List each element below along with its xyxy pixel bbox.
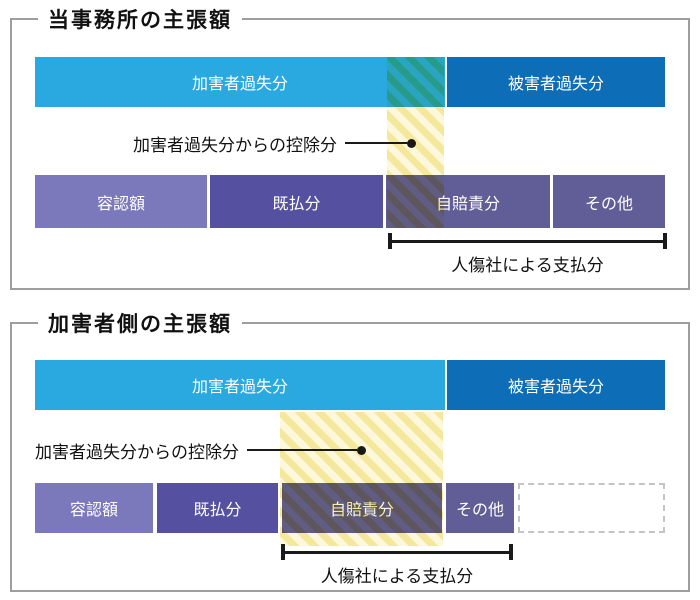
deduction-hatch-area — [387, 57, 444, 228]
perpetrator-fault-segment: 加害者過失分 — [35, 57, 445, 107]
already-paid-segment: 既払分 — [157, 483, 278, 533]
insurer-payment-bracket — [281, 544, 513, 560]
victim-fault-label: 被害者過失分 — [507, 379, 604, 396]
accepted-amount-segment: 容認額 — [35, 483, 153, 533]
payment-breakdown-bar: 容認額 既払分 自賠責分 その他 — [35, 175, 665, 228]
panel-perpetrator-claim: 加害者側の主張額 加害者過失分 被害者過失分 加害者過失分からの控除分 容認額 … — [10, 308, 690, 592]
perpetrator-fault-label: 加害者過失分 — [191, 379, 288, 396]
panel-title: 加害者側の主張額 — [38, 308, 242, 338]
accepted-amount-segment: 容認額 — [35, 175, 207, 228]
fault-ratio-bar: 加害者過失分 被害者過失分 — [35, 360, 665, 410]
bracket-line — [285, 550, 509, 554]
unclaimed-empty-segment — [518, 483, 665, 533]
fault-ratio-bar: 加害者過失分 被害者過失分 — [35, 57, 665, 107]
already-paid-label: 既払分 — [193, 502, 242, 519]
deduction-label: 加害者過失分からの控除分 — [133, 135, 337, 155]
other-segment: その他 — [446, 483, 514, 533]
already-paid-segment: 既払分 — [210, 175, 383, 228]
jibaiseki-label: 自賠責分 — [435, 195, 500, 213]
insurer-payment-bracket — [388, 233, 667, 249]
panel-office-claim: 当事務所の主張額 加害者過失分 被害者過失分 加害者過失分からの控除分 容認額 … — [10, 4, 690, 290]
victim-fault-segment: 被害者過失分 — [447, 57, 665, 107]
victim-fault-label: 被害者過失分 — [507, 76, 604, 93]
accepted-amount-label: 容認額 — [96, 195, 145, 213]
victim-fault-segment: 被害者過失分 — [447, 360, 665, 410]
perpetrator-fault-label: 加害者過失分 — [191, 76, 288, 93]
other-segment: その他 — [553, 175, 665, 228]
deduction-pointer: 加害者過失分からの控除分 — [133, 132, 416, 155]
panel-title: 当事務所の主張額 — [38, 4, 242, 34]
other-label: その他 — [455, 502, 504, 519]
insurer-payment-label: 人傷社による支払分 — [451, 256, 604, 275]
pointer-line — [345, 142, 407, 144]
deduction-label: 加害者過失分からの控除分 — [35, 442, 239, 462]
insurer-payment-label: 人傷社による支払分 — [320, 567, 474, 586]
bracket-line — [392, 239, 663, 243]
perpetrator-fault-segment: 加害者過失分 — [35, 360, 445, 410]
accepted-amount-label: 容認額 — [69, 502, 118, 519]
deduction-hatch-area — [280, 412, 443, 546]
other-label: その他 — [584, 195, 633, 213]
already-paid-label: 既払分 — [272, 195, 321, 213]
